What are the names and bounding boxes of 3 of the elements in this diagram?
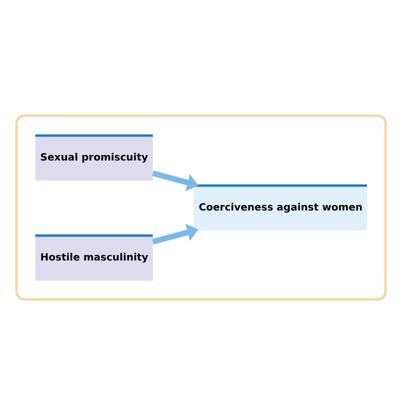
cluster: [14, 114, 386, 300]
arrow: [152, 170, 198, 191]
arrow: [152, 223, 198, 244]
